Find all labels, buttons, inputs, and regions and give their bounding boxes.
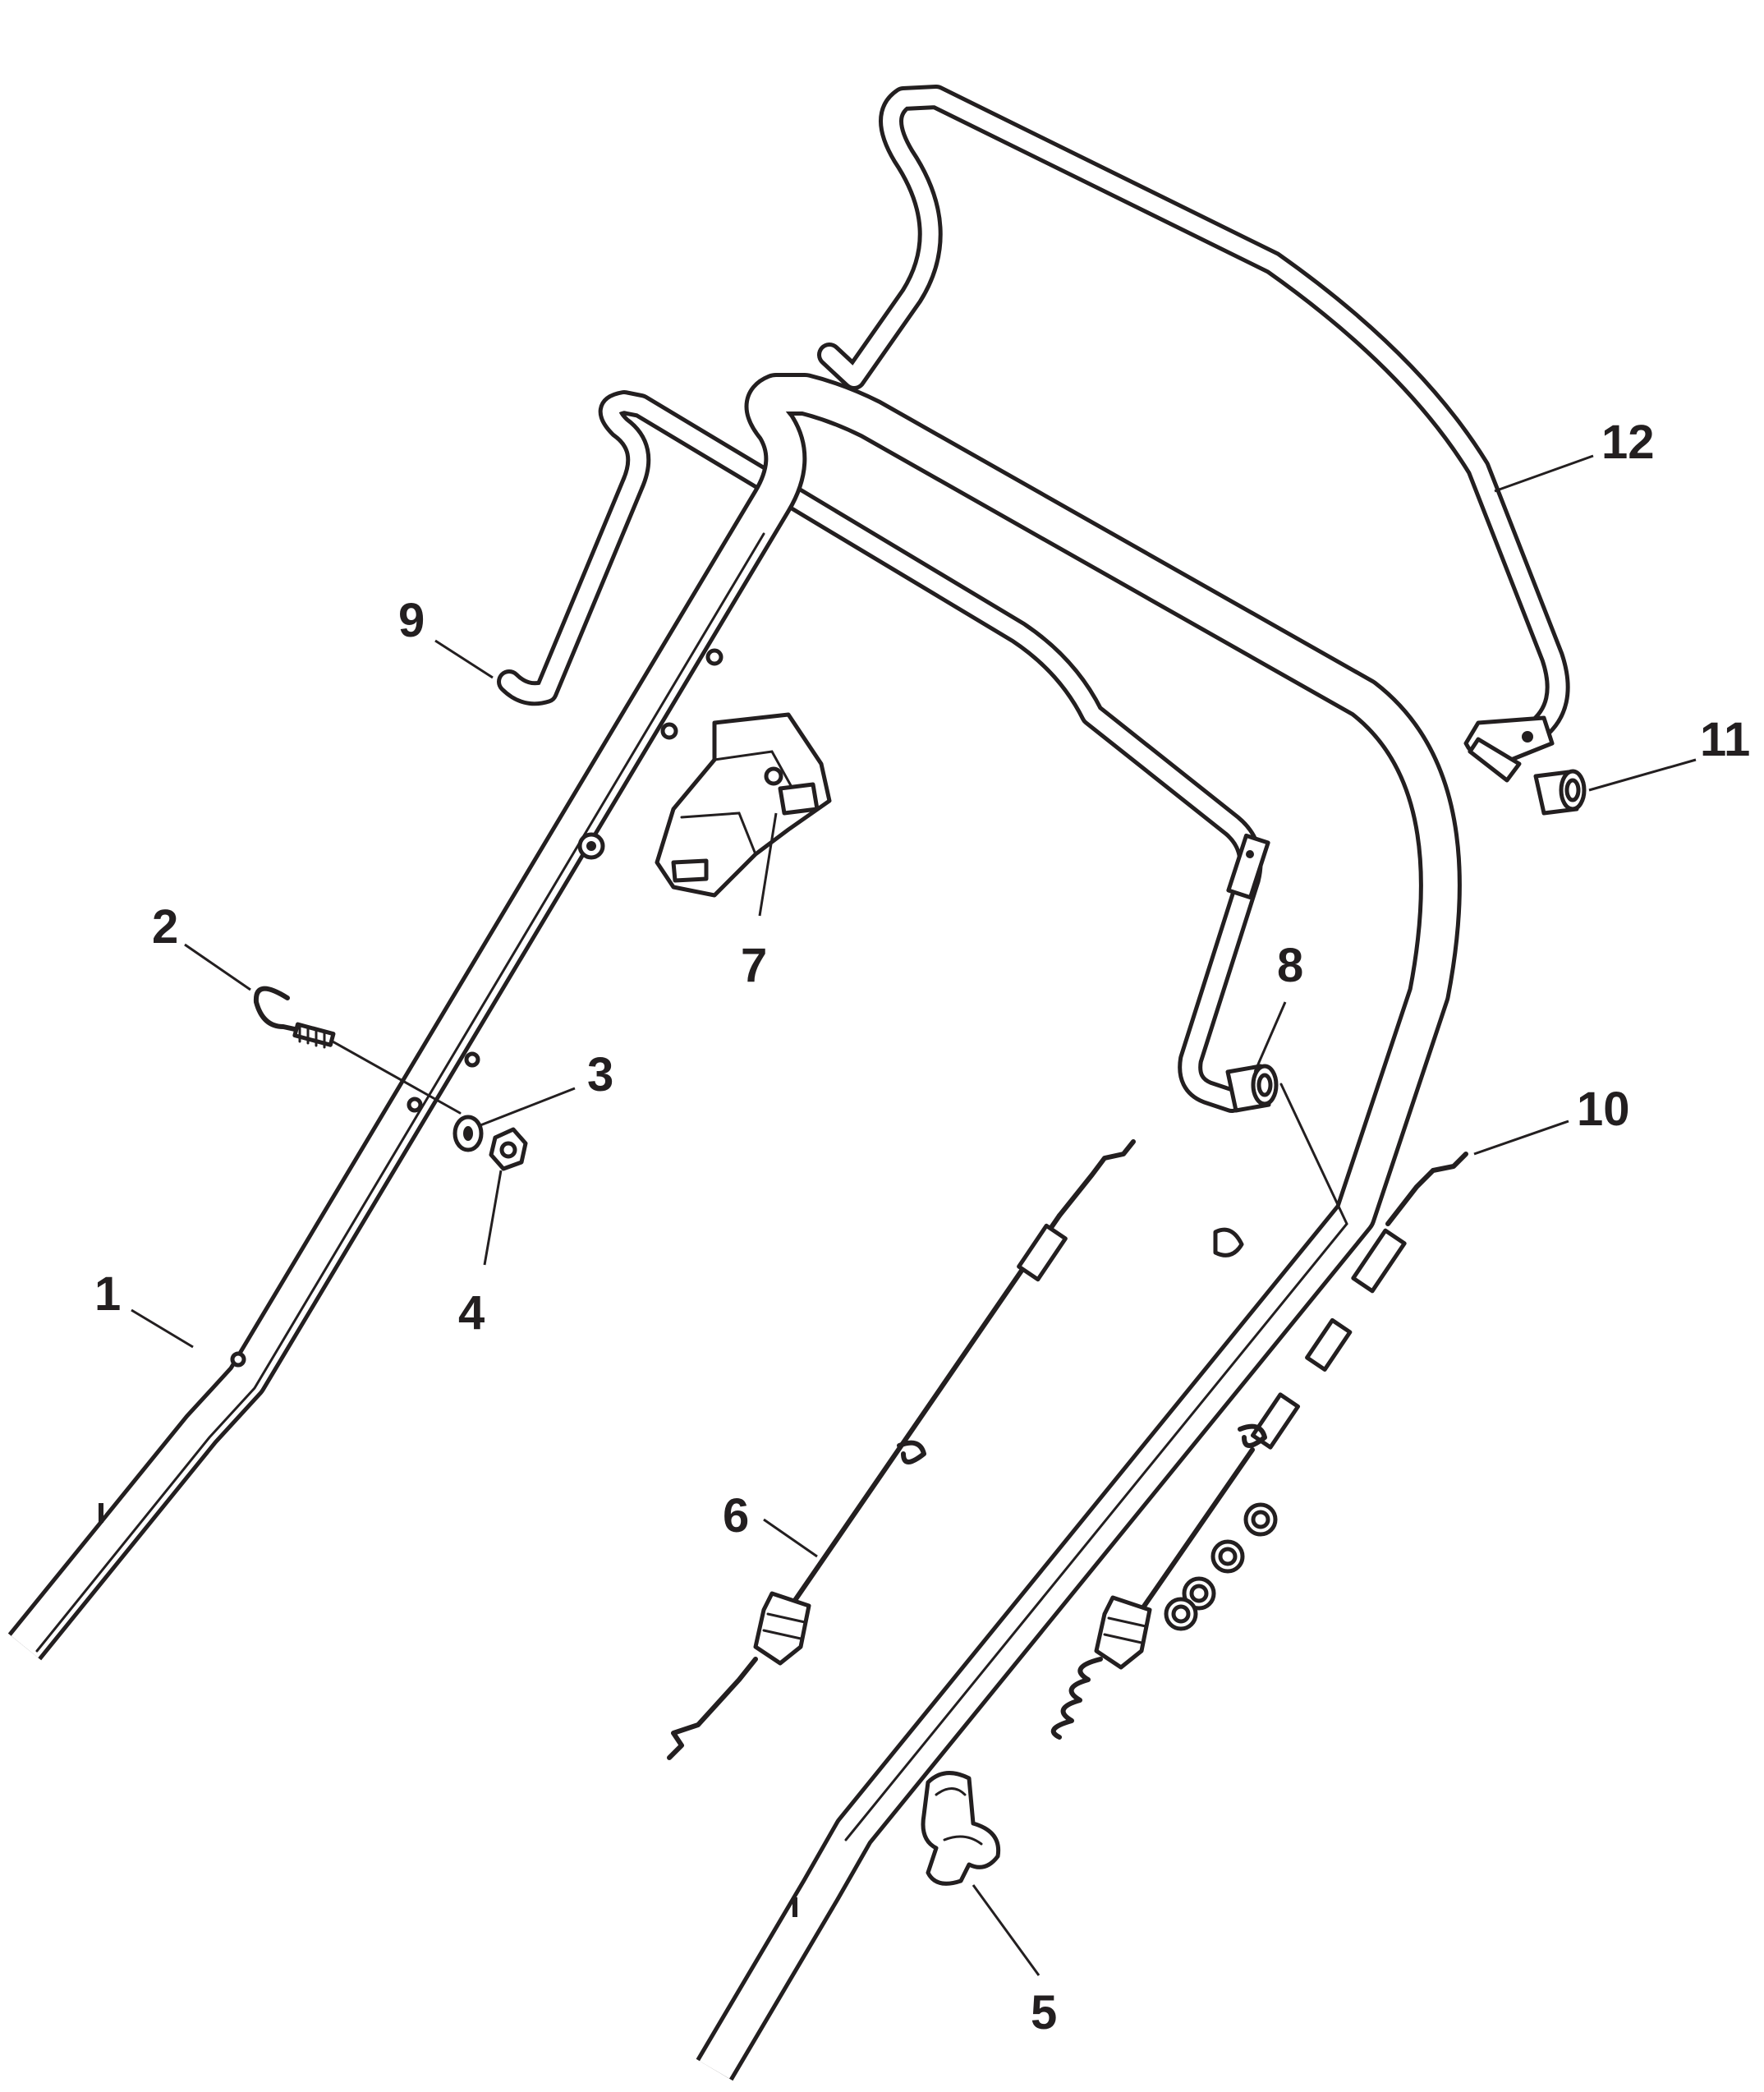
cable-6 <box>667 1139 1136 1760</box>
star-washers <box>1164 1502 1278 1631</box>
callouts: 1 2 3 4 5 6 7 8 9 10 11 12 <box>94 416 1750 2039</box>
callout-8: 8 <box>1277 939 1303 992</box>
upper-bail-lever <box>817 85 1570 783</box>
washer <box>452 1115 484 1152</box>
control-housing <box>655 712 832 898</box>
bushing-11 <box>1533 769 1587 816</box>
main-handle-frame <box>7 373 1462 2081</box>
leader-lines <box>131 454 1697 1976</box>
cable-10 <box>1050 1152 1468 1740</box>
callout-1: 1 <box>94 1267 121 1321</box>
callout-4: 4 <box>458 1286 485 1340</box>
callout-12: 12 <box>1601 416 1655 469</box>
control-bail <box>497 390 1270 1113</box>
hook-bolt <box>253 986 462 1115</box>
callout-3: 3 <box>587 1048 613 1101</box>
callout-6: 6 <box>723 1489 749 1543</box>
nut <box>489 1127 528 1171</box>
callout-9: 9 <box>398 594 425 647</box>
bushing-8 <box>1225 1064 1279 1113</box>
callout-11: 11 <box>1700 713 1750 766</box>
callout-10: 10 <box>1577 1083 1630 1136</box>
callout-2: 2 <box>152 900 178 954</box>
callout-5: 5 <box>1031 1986 1057 2039</box>
callout-7: 7 <box>741 939 767 992</box>
cable-clip <box>921 1771 1001 1886</box>
